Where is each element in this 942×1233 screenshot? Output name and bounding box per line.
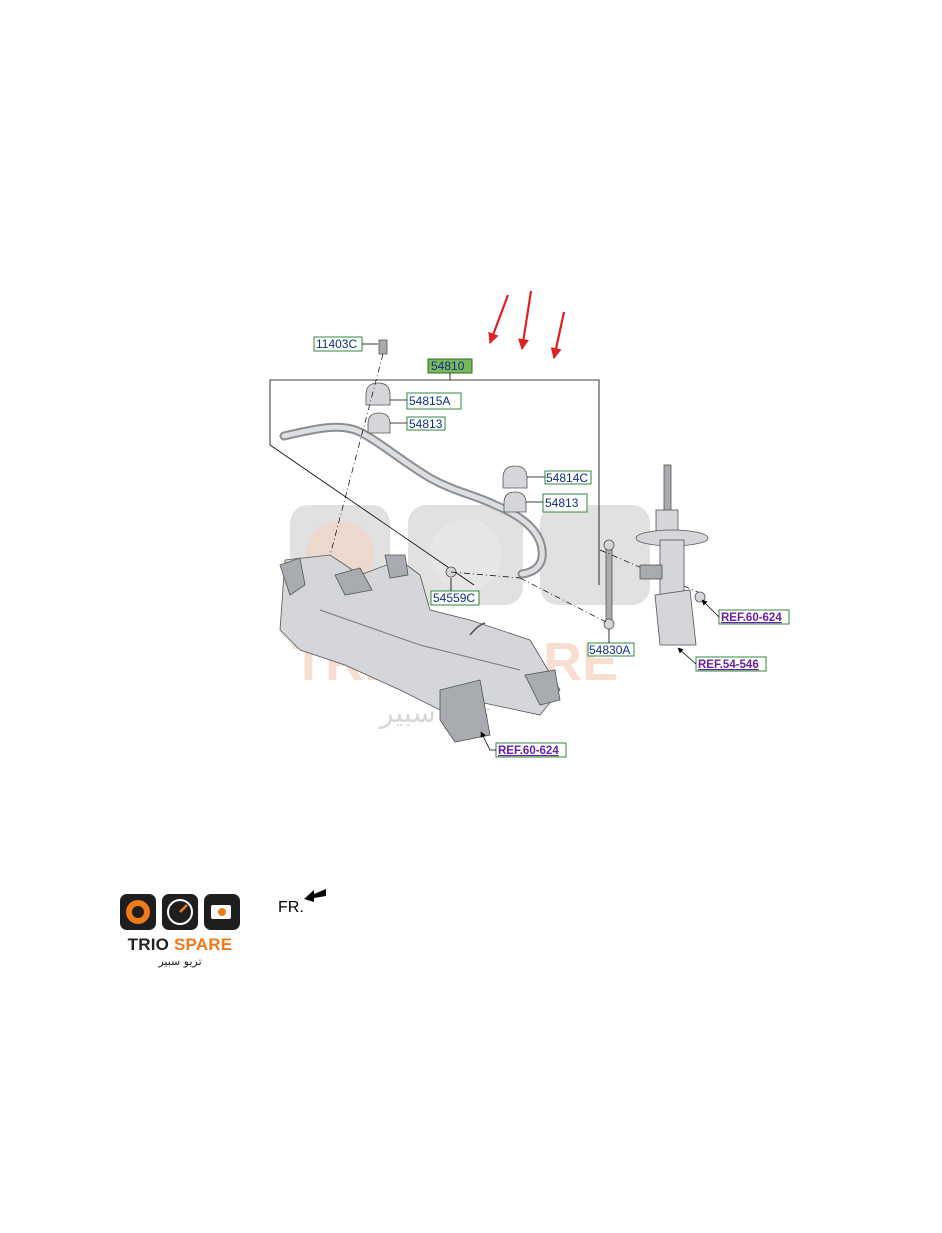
bushing-54815a — [365, 382, 391, 406]
sub-frame — [279, 554, 561, 743]
trio-spare-logo: TRIO SPARE تريو سبير — [118, 893, 242, 973]
label-54810[interactable]: 54810 — [431, 359, 465, 373]
fr-arrow-icon — [304, 889, 326, 902]
red-arrow-icon — [550, 311, 566, 360]
stabilizer-link-54830a — [605, 542, 613, 626]
bracket-54814c — [502, 465, 528, 489]
bushing-54813-right — [503, 491, 527, 513]
label-54559c[interactable]: 54559C — [433, 591, 475, 605]
label-11403c[interactable]: 11403C — [316, 337, 357, 351]
front-direction-label: FR. — [278, 899, 304, 916]
logo-wordmark: TRIO SPARE — [127, 935, 233, 954]
logo-arabic-text: تريو سبير — [158, 955, 202, 968]
bolt-11403c — [378, 339, 388, 355]
label-54813-right[interactable]: 54813 — [545, 496, 579, 510]
label-54813-top[interactable]: 54813 — [409, 417, 443, 431]
strut-assembly — [635, 464, 709, 646]
red-arrow-icon — [518, 290, 533, 351]
group-bracket — [269, 379, 600, 585]
logo-icons — [120, 894, 240, 930]
ref-54-546[interactable]: REF.54-546 — [698, 659, 759, 671]
bushing-54813-top — [367, 412, 391, 434]
label-54815a[interactable]: 54815A — [409, 394, 450, 408]
red-arrow-icon — [488, 294, 510, 345]
ref-60-624-bottom[interactable]: REF.60-624 — [498, 745, 559, 757]
label-54814c[interactable]: 54814C — [546, 471, 588, 485]
ref-60-624-right[interactable]: REF.60-624 — [721, 612, 782, 624]
gauge-icon — [167, 899, 193, 925]
label-54830a[interactable]: 54830A — [589, 643, 630, 657]
